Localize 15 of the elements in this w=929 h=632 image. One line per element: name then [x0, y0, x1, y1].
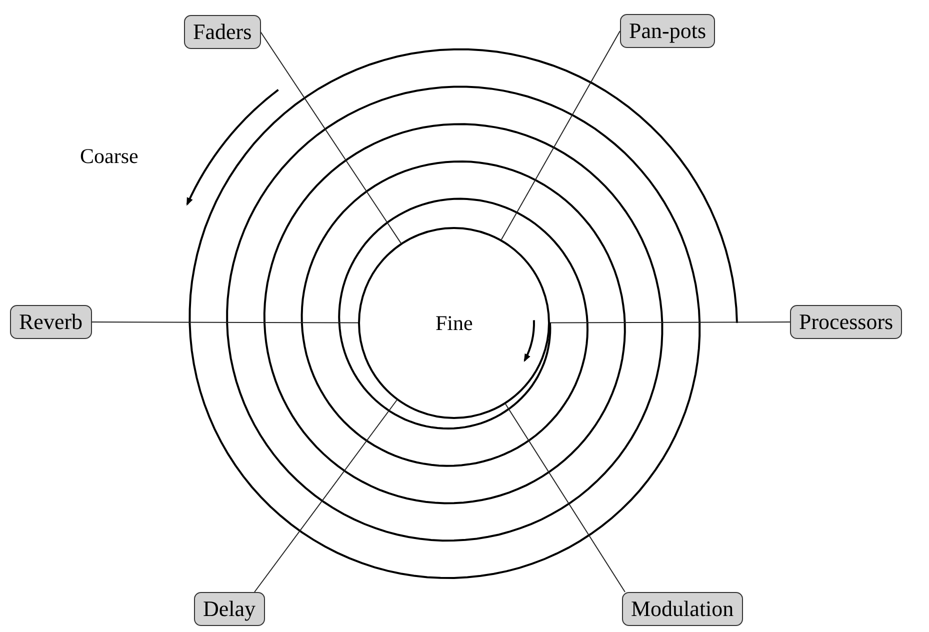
- leader-line: [550, 322, 790, 324]
- leader-line: [260, 32, 402, 244]
- leader-line: [500, 30, 620, 240]
- label-box: Faders: [184, 15, 261, 49]
- inner-circle: [358, 227, 550, 419]
- label-box: Delay: [194, 592, 265, 626]
- label-box: Pan-pots: [620, 14, 715, 48]
- leader-line: [91, 322, 358, 324]
- label-box: Reverb: [10, 305, 92, 339]
- label-box: Processors: [790, 305, 902, 339]
- direction-label: Coarse: [80, 144, 138, 169]
- label-box: Modulation: [622, 592, 743, 626]
- leader-line: [254, 400, 398, 592]
- leader-line: [505, 404, 626, 592]
- center-label: Fine: [436, 310, 473, 336]
